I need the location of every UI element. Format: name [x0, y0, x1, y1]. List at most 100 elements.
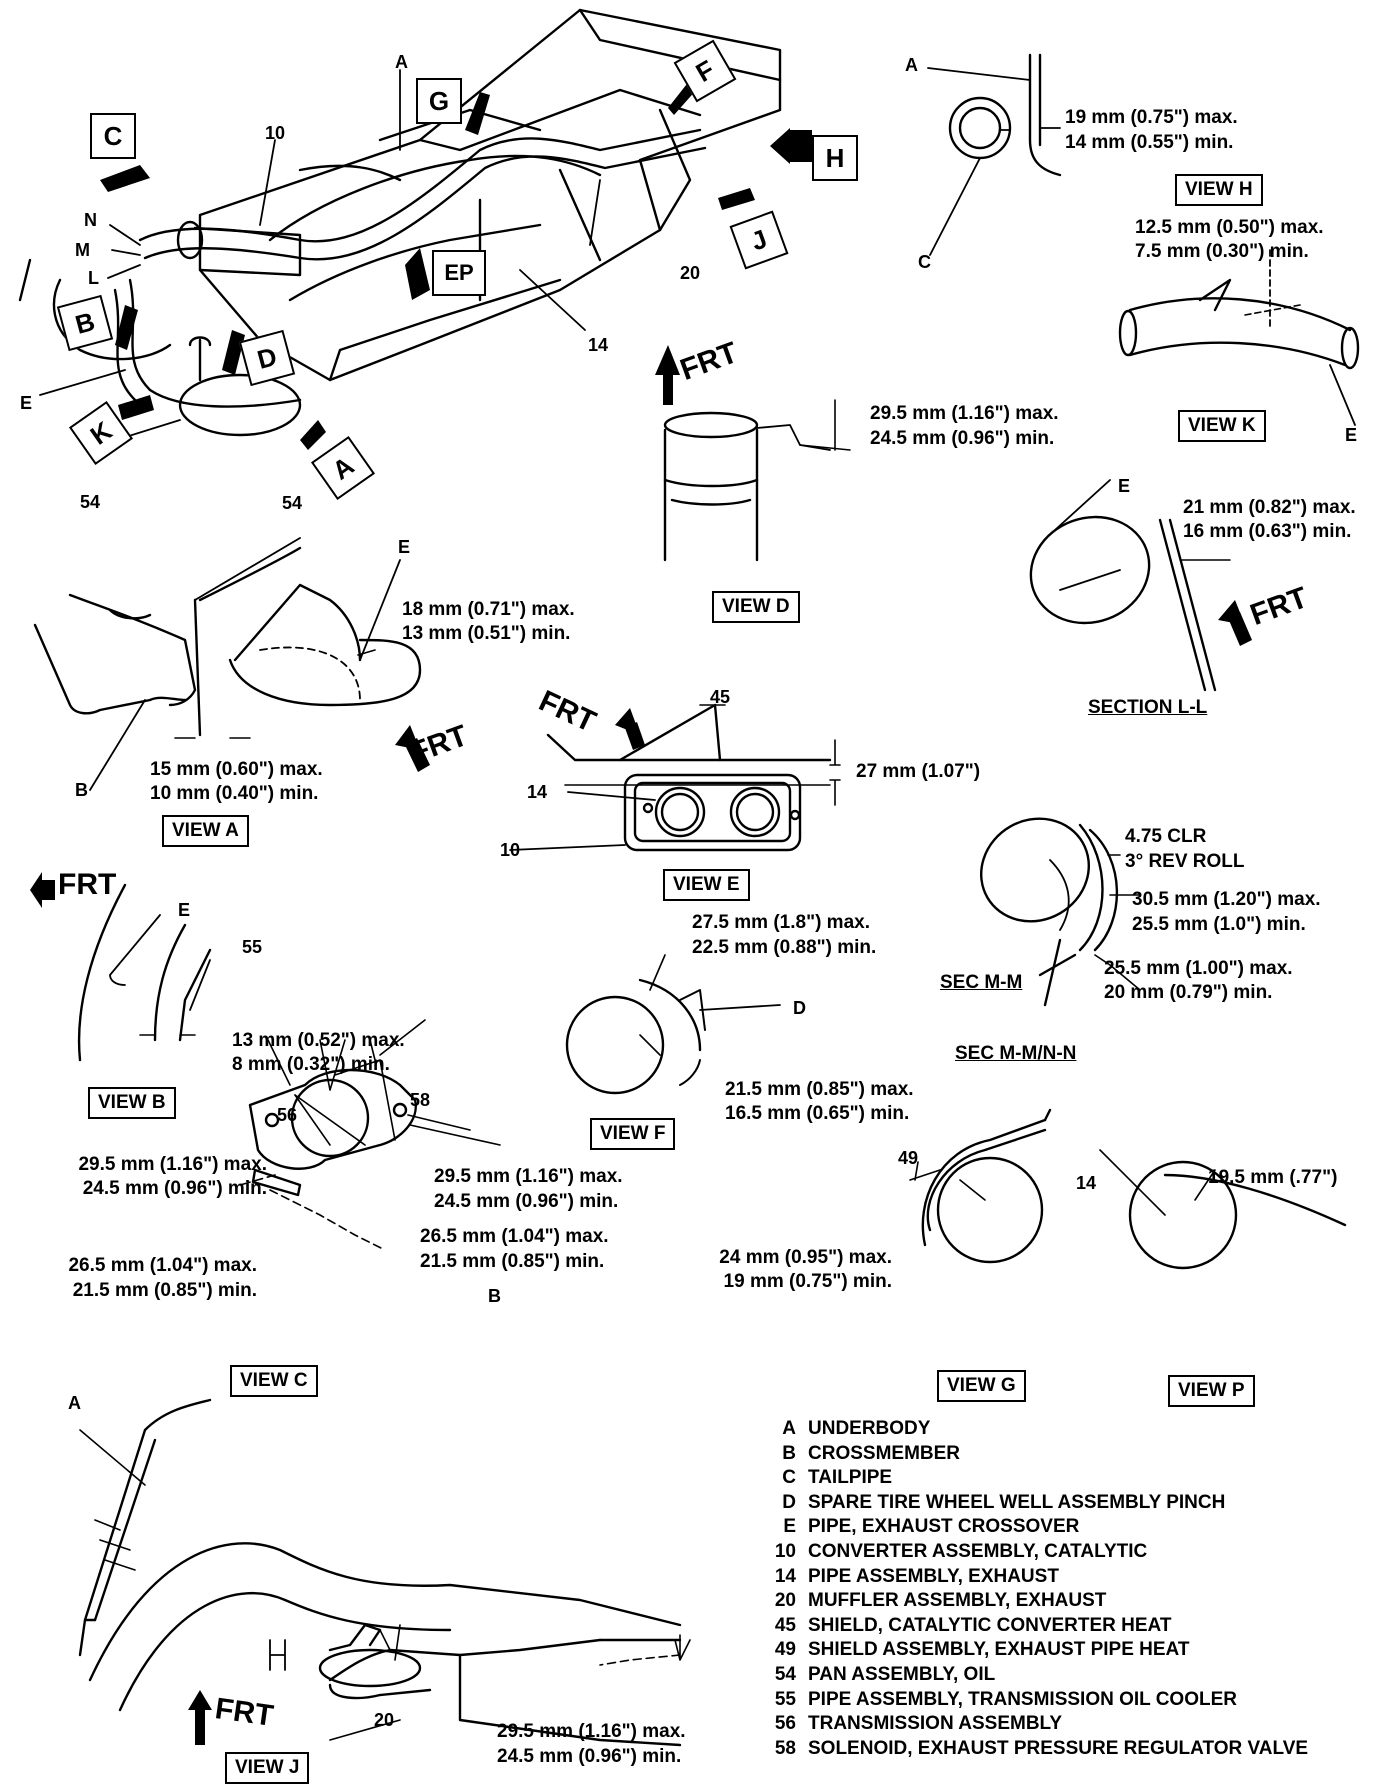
legend-text: TAILPIPE	[808, 1467, 893, 1489]
sec-mm-min2: 20 mm (0.79") min.	[1104, 982, 1273, 1003]
view-k-max: 12.5 mm (0.50") max.	[1135, 217, 1324, 238]
view-f-min2: 16.5 mm (0.65") min.	[725, 1103, 910, 1124]
legend-key: 55	[774, 1688, 796, 1710]
overview-label-e: E	[20, 393, 33, 413]
section-ll-title: SECTION L-L	[1088, 697, 1208, 718]
legend-text: PIPE, EXHAUST CROSSOVER	[808, 1516, 1080, 1538]
view-h-max: 19 mm (0.75") max.	[1065, 107, 1238, 128]
view-e-drawing	[509, 703, 841, 852]
legend-text: TRANSMISSION ASSEMBLY	[808, 1713, 1063, 1735]
legend-row: 49 SHIELD ASSEMBLY, EXHAUST PIPE HEAT	[748, 1638, 1388, 1663]
view-d-title: VIEW D	[712, 591, 800, 623]
view-direction-arrows	[100, 80, 812, 450]
legend-text: SOLENOID, EXHAUST PRESSURE REGULATOR VAL…	[808, 1737, 1309, 1759]
view-e-label-10: 10	[500, 840, 521, 860]
view-a-max1: 18 mm (0.71") max.	[402, 599, 575, 620]
view-j-label-20: 20	[374, 1710, 395, 1730]
sec-mm-max2: 25.5 mm (1.00") max.	[1104, 958, 1293, 979]
overview-leader-lines	[39, 69, 601, 446]
legend-key: C	[782, 1467, 796, 1489]
overview-label-l: L	[88, 268, 99, 288]
view-c-label-56: 56	[277, 1105, 298, 1125]
legend-text: PIPE ASSEMBLY, TRANSMISSION OIL COOLER	[808, 1688, 1237, 1710]
view-p-drawing	[1099, 1149, 1347, 1270]
overview-label-54: 54	[80, 492, 101, 512]
view-j-label-a: A	[68, 1393, 81, 1413]
view-a-label-e: E	[398, 537, 411, 557]
view-g-marker: G	[416, 78, 462, 124]
view-e-title: VIEW E	[663, 869, 750, 901]
view-a-label-b: B	[75, 780, 88, 800]
view-f-drawing	[565, 954, 781, 1095]
frt-arrows	[30, 345, 1252, 1745]
view-f-label-d: D	[793, 998, 806, 1018]
sec-mm-clr: 4.75 CLR	[1125, 826, 1207, 847]
overview-label-m: M	[75, 240, 90, 260]
legend-key: 45	[774, 1614, 796, 1636]
view-j-title: VIEW J	[225, 1752, 310, 1784]
view-g-label-49: 49	[898, 1148, 919, 1168]
view-j-min: 24.5 mm (0.96") min.	[497, 1746, 682, 1767]
legend-text: CROSSMEMBER	[808, 1442, 961, 1464]
view-p-title: VIEW P	[1168, 1375, 1255, 1407]
view-p-dim: 19.5 mm (.77")	[1208, 1167, 1338, 1188]
exhaust-pipe-overview	[18, 128, 707, 437]
view-a-drawing	[33, 537, 422, 791]
view-b-drawing	[77, 883, 212, 1062]
view-j-drawing	[78, 1398, 691, 1747]
legend-text: SHIELD, CATALYTIC CONVERTER HEAT	[808, 1614, 1172, 1636]
legend-key: 56	[774, 1713, 796, 1735]
sec-mm-nn-title: SEC M-M/N-N	[955, 1043, 1077, 1064]
view-h-marker: H	[812, 135, 858, 181]
view-e-label-45: 45	[710, 687, 731, 707]
legend-key: 49	[774, 1639, 796, 1661]
legend-text: SHIELD ASSEMBLY, EXHAUST PIPE HEAT	[808, 1639, 1190, 1661]
legend-row: 54 PAN ASSEMBLY, OIL	[748, 1663, 1388, 1688]
overview-label-20: 20	[680, 263, 701, 283]
legend-text: UNDERBODY	[808, 1418, 931, 1439]
view-a-max2: 15 mm (0.60") max.	[150, 759, 323, 780]
legend-row: 55 PIPE ASSEMBLY, TRANSMISSION OIL COOLER	[748, 1688, 1388, 1713]
view-c-drawing	[239, 1019, 501, 1251]
view-e-label-14: 14	[527, 782, 548, 802]
sec-mm-roll: 3° REV ROLL	[1125, 851, 1245, 872]
legend-key: 14	[774, 1565, 796, 1587]
view-c-min4: 21.5 mm (0.85") min.	[72, 1280, 257, 1301]
view-b-label-55: 55	[242, 937, 263, 957]
view-f-title: VIEW F	[590, 1118, 676, 1150]
view-g-max: 24 mm (0.95") max.	[719, 1247, 892, 1268]
view-k-title: VIEW K	[1178, 410, 1266, 442]
overview-label-14: 14	[588, 335, 609, 355]
view-b-title: VIEW B	[88, 1087, 176, 1119]
legend-key: 54	[774, 1663, 796, 1685]
view-p-label-14: 14	[1076, 1173, 1097, 1193]
legend-text: SPARE TIRE WHEEL WELL ASSEMBLY PINCH	[808, 1491, 1226, 1513]
view-f-max2: 21.5 mm (0.85") max.	[725, 1079, 914, 1100]
legend-key: D	[782, 1491, 796, 1513]
view-e-dim: 27 mm (1.07")	[856, 761, 981, 782]
overview-label-a: A	[395, 52, 408, 72]
sec-mm-min1: 25.5 mm (1.0") min.	[1132, 914, 1306, 935]
view-h-label-a: A	[905, 55, 918, 75]
legend-row: 56 TRANSMISSION ASSEMBLY	[748, 1712, 1388, 1737]
view-c-label-b: B	[488, 1286, 501, 1306]
legend-key: 10	[774, 1540, 796, 1562]
view-c-min3: 21.5 mm (0.85") min.	[420, 1251, 605, 1272]
view-h-label-c: C	[918, 252, 931, 272]
legend-text: PAN ASSEMBLY, OIL	[808, 1663, 996, 1685]
view-c-max1: 29.5 mm (1.16") max.	[78, 1154, 267, 1175]
view-f-min1: 22.5 mm (0.88") min.	[692, 937, 877, 958]
view-k-min: 7.5 mm (0.30") min.	[1135, 241, 1309, 262]
view-j-max: 29.5 mm (1.16") max.	[497, 1721, 686, 1742]
section-ll-max: 21 mm (0.82") max.	[1183, 497, 1356, 518]
sec-mm-drawing	[980, 817, 1141, 1007]
view-a-min1: 13 mm (0.51") min.	[402, 623, 571, 644]
view-g-title: VIEW G	[937, 1370, 1026, 1402]
view-c-max2: 29.5 mm (1.16") max.	[434, 1166, 623, 1187]
